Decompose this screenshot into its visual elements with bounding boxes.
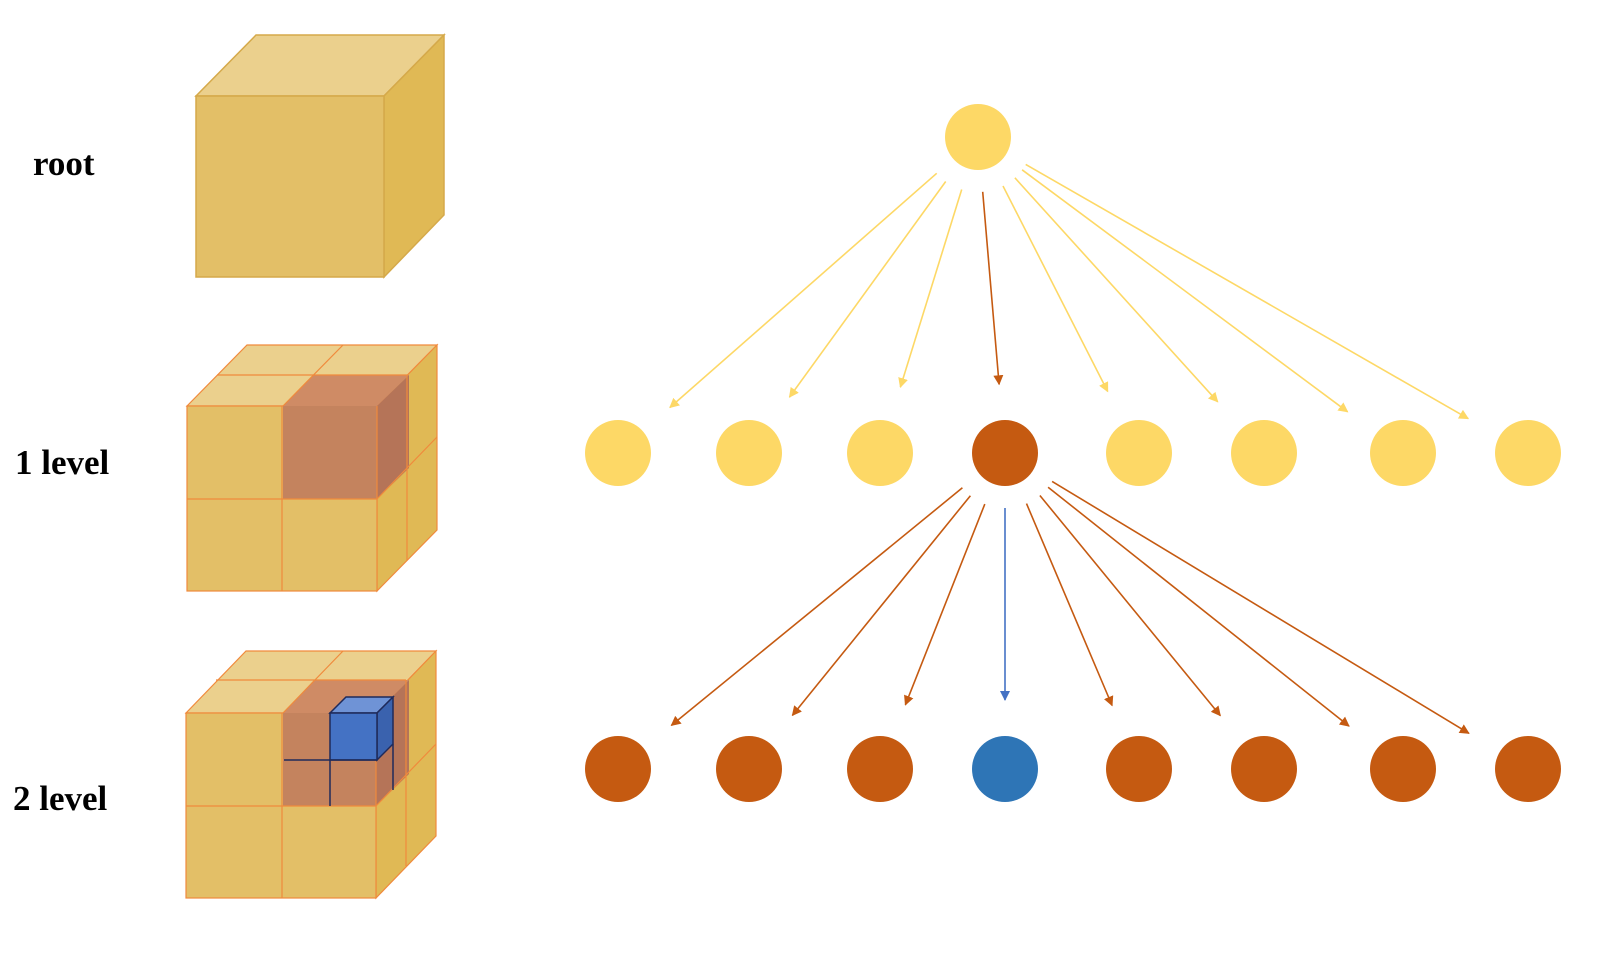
edge-level1-to-level2-3 (904, 503, 986, 706)
edge-level1-to-level2-7 (1047, 486, 1350, 727)
level2-node-1 (585, 736, 651, 802)
level1-octant-side (377, 375, 409, 499)
level2-node-6 (1231, 736, 1297, 802)
label-2-level: 2 level (13, 779, 108, 818)
level2-subgrid-lines (284, 744, 394, 806)
level1-octant-front (283, 406, 377, 499)
edge-level1-to-level2-5 (1025, 503, 1114, 707)
edge-root-to-level1-3 (898, 189, 963, 389)
edge-level1-to-level2-6 (1039, 494, 1221, 717)
root-cube (194, 33, 446, 279)
level1-node-2 (716, 420, 782, 486)
edge-root-to-level1-2 (788, 181, 947, 398)
tree-edges (669, 163, 1470, 734)
level2-node-5 (1106, 736, 1172, 802)
edge-root-to-level1-7 (1021, 169, 1349, 413)
edge-level1-to-level2-2 (791, 495, 972, 717)
level1-node-6 (1231, 420, 1297, 486)
edge-root-to-level1-1 (669, 172, 938, 409)
tree-root-node (945, 104, 1011, 170)
level1-node-5 (1106, 420, 1172, 486)
level1-grid-lines (187, 344, 438, 591)
edge-level1-to-level2-1 (670, 487, 963, 727)
edge-root-to-level1-8 (1025, 163, 1470, 420)
level1-node-8 (1495, 420, 1561, 486)
edge-root-to-level1-5 (1002, 185, 1109, 393)
level1-node-4 (972, 420, 1038, 486)
label-root: root (33, 144, 95, 183)
level1-node-1 (585, 420, 651, 486)
level2-node-7 (1370, 736, 1436, 802)
level1-node-3 (847, 420, 913, 486)
root-cube-front (195, 95, 385, 278)
level2-node-8 (1495, 736, 1561, 802)
level2-node-3 (847, 736, 913, 802)
edge-root-to-level1-4 (981, 191, 1004, 386)
label-1-level: 1 level (15, 443, 110, 482)
edge-level1-to-level2-8 (1051, 480, 1470, 734)
tree-nodes (585, 104, 1561, 802)
level2-node-2 (716, 736, 782, 802)
level1-node-7 (1370, 420, 1436, 486)
level2-cube (184, 649, 438, 900)
level1-octant-top (283, 375, 409, 406)
level2-node-4 (972, 736, 1038, 802)
level1-cube (185, 343, 439, 593)
level2-blue-cube-front (329, 712, 378, 761)
edge-root-to-level1-6 (1014, 177, 1219, 403)
